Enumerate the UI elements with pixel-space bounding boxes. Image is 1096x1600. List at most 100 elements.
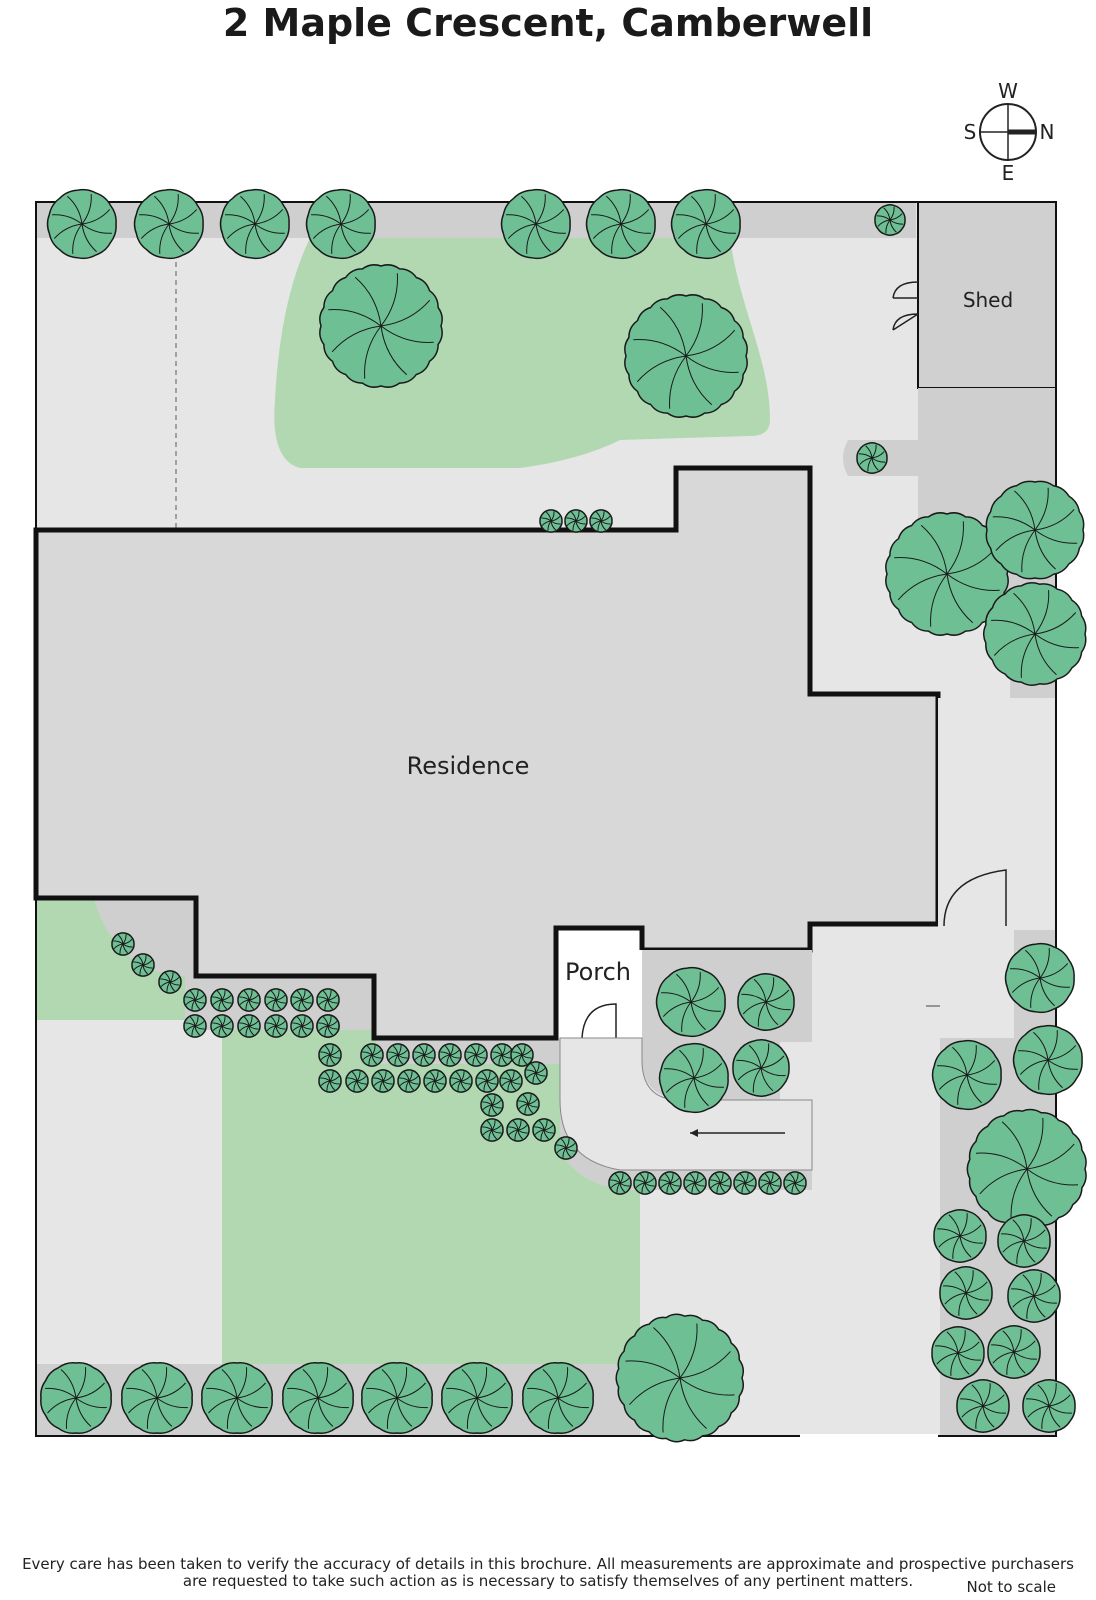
shrub-icon xyxy=(554,1136,578,1160)
shrub-icon xyxy=(386,1043,410,1067)
compass-south-label: S xyxy=(964,120,977,144)
tree-icon xyxy=(931,1039,1002,1111)
porch-outline xyxy=(553,925,645,1038)
tree-icon xyxy=(319,264,443,388)
tree-icon xyxy=(133,188,204,260)
shrub-icon xyxy=(633,1171,657,1195)
shrub-icon xyxy=(956,1379,1010,1433)
tree-icon xyxy=(985,480,1085,580)
porch-label: Porch xyxy=(565,958,631,986)
tree-icon xyxy=(655,966,726,1038)
right-entry-cutout xyxy=(940,930,1014,1038)
tree-icon xyxy=(658,1042,729,1114)
shrub-icon xyxy=(480,1118,504,1142)
tree-icon xyxy=(737,972,795,1032)
shrub-icon xyxy=(931,1326,985,1380)
shrub-icon xyxy=(480,1093,504,1117)
right-path xyxy=(938,698,1056,928)
tree-icon xyxy=(615,1313,745,1443)
shrub-icon xyxy=(987,1325,1041,1379)
shrub-icon xyxy=(111,932,135,956)
shrub-icon xyxy=(345,1069,369,1093)
shrub-icon xyxy=(589,509,613,533)
shrub-icon xyxy=(438,1043,462,1067)
shrub-icon xyxy=(449,1069,473,1093)
shrub-icon xyxy=(1007,1269,1061,1323)
shrub-icon xyxy=(658,1171,682,1195)
shrub-icon xyxy=(371,1069,395,1093)
shrub-icon xyxy=(290,988,314,1012)
shrub-icon xyxy=(510,1043,534,1067)
shrub-icon xyxy=(316,1014,340,1038)
shrub-icon xyxy=(499,1069,523,1093)
shrub-row-bed xyxy=(185,976,812,1190)
compass-east-label: E xyxy=(1002,161,1015,185)
residence-label: Residence xyxy=(407,752,530,780)
tree-icon xyxy=(40,1362,112,1434)
shed-label: Shed xyxy=(963,288,1013,312)
door-swing-icon xyxy=(892,281,919,331)
shrub-icon xyxy=(608,1171,632,1195)
tree-icon xyxy=(966,1108,1087,1230)
shrub-icon xyxy=(874,204,906,236)
tree-icon xyxy=(585,188,656,260)
shrub-icon xyxy=(939,1266,993,1320)
shrub-icon xyxy=(183,1014,207,1038)
shrub-icon xyxy=(1022,1379,1076,1433)
compass-icon: W S N E xyxy=(964,79,1055,185)
shrub-icon xyxy=(316,988,340,1012)
shrub-icon xyxy=(733,1171,757,1195)
tree-icon xyxy=(1012,1024,1083,1096)
shrub-icon xyxy=(708,1171,732,1195)
scale-note: Not to scale xyxy=(966,1578,1056,1596)
shrub-icon xyxy=(856,442,888,474)
shrub-icon xyxy=(506,1118,530,1142)
page-title: 2 Maple Crescent, Camberwell xyxy=(223,1,873,45)
shrub-icon xyxy=(210,988,234,1012)
tree-icon xyxy=(522,1362,594,1434)
tree-icon xyxy=(670,188,741,260)
shrub-icon xyxy=(397,1069,421,1093)
shrub-icon xyxy=(758,1171,782,1195)
tree-icon xyxy=(201,1362,273,1434)
compass-west-label: W xyxy=(998,79,1018,103)
tree-icon xyxy=(121,1362,193,1434)
shrub-icon xyxy=(783,1171,807,1195)
shrub-icon xyxy=(360,1043,384,1067)
shrub-icon xyxy=(237,988,261,1012)
tree-icon xyxy=(282,1362,354,1434)
entry-door-swing xyxy=(943,869,1007,927)
shrub-icon xyxy=(318,1043,342,1067)
tree-icon xyxy=(1004,942,1075,1014)
tree-icon xyxy=(219,188,290,260)
tree-icon xyxy=(46,188,117,260)
shrub-icon xyxy=(131,953,155,977)
shrub-icon xyxy=(423,1069,447,1093)
shrub-icon xyxy=(158,970,182,994)
shrub-icon xyxy=(412,1043,436,1067)
disclaimer-line-1: Every care has been taken to verify the … xyxy=(22,1555,1074,1573)
tree-icon xyxy=(732,1038,790,1098)
shrub-icon xyxy=(933,1209,987,1263)
garden-bed-curve-left xyxy=(94,900,196,977)
shrub-icon xyxy=(516,1092,540,1116)
shrub-icon xyxy=(683,1171,707,1195)
door-swing-icon xyxy=(581,1003,617,1039)
shrub-icon xyxy=(264,988,288,1012)
disclaimer-line-2: are requested to take such action as is … xyxy=(182,1572,914,1590)
compass-north-label: N xyxy=(1040,120,1055,144)
tree-icon xyxy=(885,512,1009,636)
shrub-icon xyxy=(237,1014,261,1038)
shrub-icon xyxy=(564,509,588,533)
shrub-icon xyxy=(290,1014,314,1038)
shrub-icon xyxy=(210,1014,234,1038)
shrub-icon xyxy=(318,1069,342,1093)
shrub-icon xyxy=(183,988,207,1012)
shrub-icon xyxy=(264,1014,288,1038)
shrub-icon xyxy=(490,1043,514,1067)
tree-icon xyxy=(500,188,571,260)
porch xyxy=(556,928,642,1038)
shrub-icon xyxy=(997,1214,1051,1268)
left-paving-notch xyxy=(36,1020,222,1364)
